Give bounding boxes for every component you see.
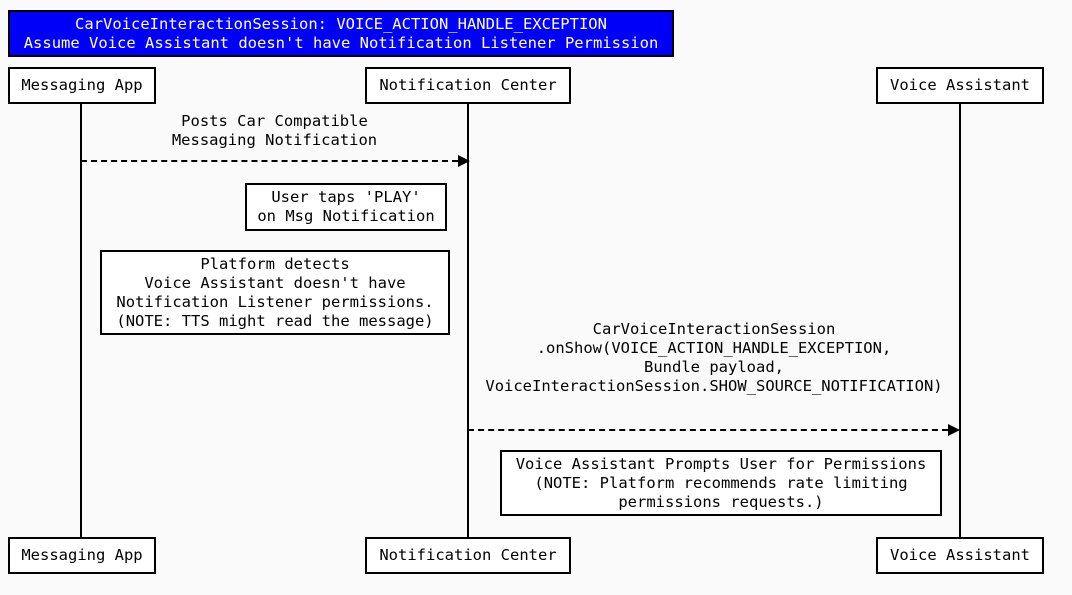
title-line-1: CarVoiceInteractionSession: VOICE_ACTION… [75,14,607,33]
lifeline-messaging-app [80,104,82,538]
note-line: (NOTE: Platform recommends rate limiting [534,473,908,492]
message-label-posts-notification: Posts Car Compatible Messaging Notificat… [81,112,468,150]
arrowhead-icon [458,155,470,167]
actor-box-notification-center-bottom: Notification Center [365,537,571,574]
message-label-line: Messaging Notification [171,131,378,149]
message-label-onshow-exception: CarVoiceInteractionSession .onShow(VOICE… [458,320,970,396]
actor-box-voice-assistant-top: Voice Assistant [876,67,1044,104]
lifeline-notification-center [467,104,469,538]
message-label-line: Bundle payload, [644,358,784,376]
actor-box-messaging-app-top: Messaging App [8,67,156,104]
note-line: Platform detects [200,254,350,273]
message-arrow-onshow-exception [468,424,960,436]
note-line: on Msg Notification [257,207,435,225]
note-line: (NOTE: TTS might read the message) [116,311,434,330]
note-platform-detects-no-permission: Platform detects Voice Assistant doesn't… [100,250,450,335]
actor-label-notification-center: Notification Center [379,76,557,94]
actor-label-messaging-app: Messaging App [21,546,143,564]
lifeline-voice-assistant [959,104,961,538]
actor-label-voice-assistant: Voice Assistant [890,76,1030,94]
actor-box-messaging-app-bottom: Messaging App [8,537,156,574]
note-voice-assistant-prompts-permissions: Voice Assistant Prompts User for Permiss… [500,450,942,516]
arrowhead-icon [948,424,960,436]
message-label-line: Posts Car Compatible [181,112,368,130]
note-line: Voice Assistant Prompts User for Permiss… [515,454,927,473]
message-label-line: CarVoiceInteractionSession [592,320,836,338]
actor-box-notification-center-top: Notification Center [365,67,571,104]
note-line: permissions requests.) [618,492,824,511]
note-line: User taps 'PLAY' [271,188,421,206]
actor-label-notification-center: Notification Center [379,546,557,564]
message-label-line: VoiceInteractionSession.SHOW_SOURCE_NOTI… [485,377,943,395]
actor-box-voice-assistant-bottom: Voice Assistant [876,537,1044,574]
title-line-2: Assume Voice Assistant doesn't have Noti… [23,33,659,52]
diagram-title-banner: CarVoiceInteractionSession: VOICE_ACTION… [8,10,674,57]
note-line: Notification Listener permissions. [116,292,434,311]
note-line: Voice Assistant doesn't have [144,273,406,292]
actor-label-messaging-app: Messaging App [21,76,143,94]
actor-label-voice-assistant: Voice Assistant [890,546,1030,564]
note-user-taps-play: User taps 'PLAY' on Msg Notification [245,183,447,231]
message-label-line: .onShow(VOICE_ACTION_HANDLE_EXCEPTION, [536,339,892,357]
message-arrow-posts-notification [81,155,470,167]
